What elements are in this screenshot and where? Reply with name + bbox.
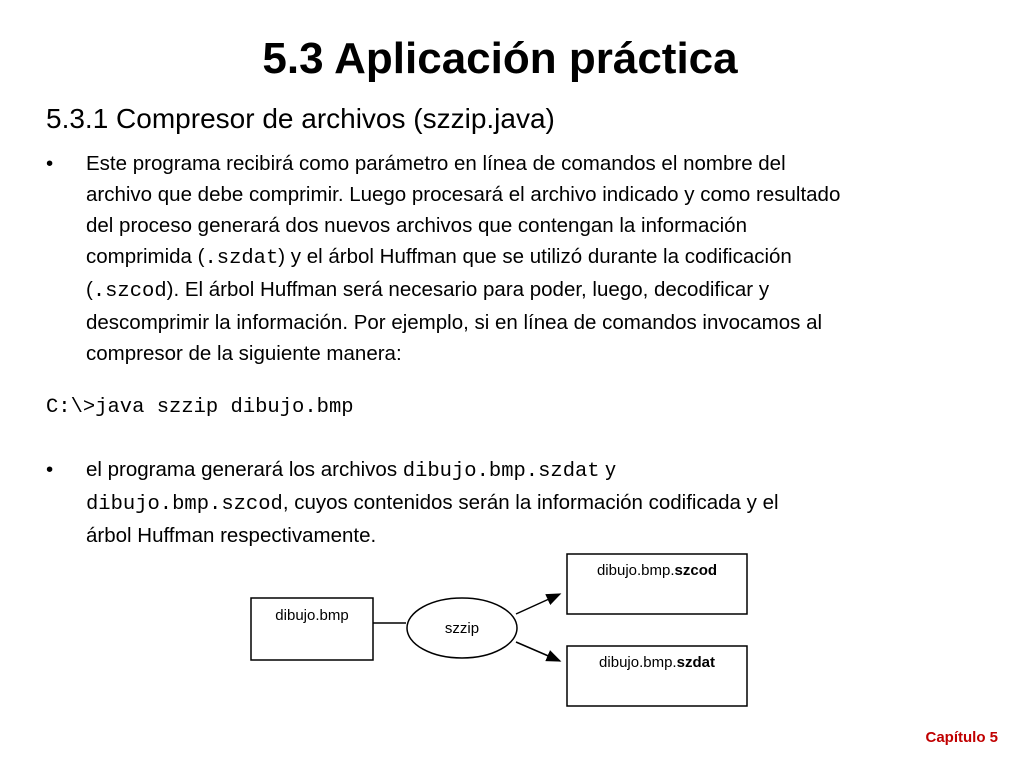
slide-title: 5.3 Aplicación práctica (262, 34, 738, 83)
bullet-1-line-7: compresor de la siguiente manera: (86, 342, 402, 365)
text-fragment: ( (86, 278, 93, 301)
output-szdat-ext: szdat (677, 654, 715, 671)
bullet-2-line-2: dibujo.bmp.szcod, cuyos contenidos serán… (86, 487, 956, 520)
bullet-1-line-2: archivo que debe comprimir. Luego proces… (86, 183, 841, 206)
arrow-to-szcod (515, 593, 562, 615)
bullet-item-2: • el programa generará los archivos dibu… (46, 454, 986, 549)
code-szcod-ext: .szcod (92, 280, 167, 303)
bullet-1-line-3: del proceso generará dos nuevos archivos… (86, 214, 747, 237)
compression-diagram: dibujo.bmp szzip dibujo.bmp.szcod dibujo… (240, 548, 760, 718)
bullet-1-line-4: comprimida (.szdat) y el árbol Huffman q… (86, 241, 956, 274)
text-fragment: ) y el árbol Huffman que se utilizó dura… (278, 245, 792, 268)
code-szdat-ext: .szdat (204, 247, 279, 270)
text-fragment: y (599, 458, 616, 481)
process-label: szzip (445, 620, 479, 637)
bullet-symbol: • (46, 152, 54, 175)
text-fragment: ). El árbol Huffman será necesario para … (166, 278, 770, 301)
text-fragment: , cuyos contenidos serán la información … (282, 491, 779, 514)
output-szdat-box (566, 645, 748, 707)
diagram-svg: dibujo.bmp szzip dibujo.bmp.szcod dibujo… (250, 553, 748, 707)
bullet-item-1: • Este programa recibirá como parámetro … (46, 148, 986, 368)
chapter-footer: Capítulo 5 (925, 729, 998, 746)
bullet-symbol: • (46, 458, 54, 481)
arrow-to-szdat (515, 641, 562, 662)
output-szcod-ext: szcod (675, 562, 718, 579)
bullet-1-text: Este programa recibirá como parámetro en… (86, 148, 956, 369)
szzip-process-ellipse (406, 597, 518, 659)
bullet-2-line-1: el programa generará los archivos dibujo… (86, 454, 956, 487)
bullet-1-line-1: Este programa recibirá como parámetro en… (86, 152, 786, 175)
output-szdat-prefix: dibujo.bmp. (599, 654, 677, 671)
output-szcod-box (566, 553, 748, 615)
code-szdat-file: dibujo.bmp.szdat (402, 460, 600, 483)
input-file-box (250, 597, 374, 661)
bullet-2-line-3: árbol Huffman respectivamente. (86, 524, 377, 547)
output-szcod-label: dibujo.bmp.szcod (597, 562, 717, 579)
command-example: C:\>java szzip dibujo.bmp (46, 396, 354, 419)
text-fragment: el programa generará los archivos (86, 458, 403, 481)
input-file-label: dibujo.bmp (275, 607, 348, 624)
bullet-1-line-5: (.szcod). El árbol Huffman será necesari… (86, 274, 956, 307)
slide-subtitle: 5.3.1 Compresor de archivos (szzip.java) (46, 103, 555, 134)
output-szcod-prefix: dibujo.bmp. (597, 562, 675, 579)
output-szdat-label: dibujo.bmp.szdat (599, 654, 715, 671)
bullet-2-text: el programa generará los archivos dibujo… (86, 454, 956, 551)
code-szcod-file: dibujo.bmp.szcod (86, 493, 283, 516)
bullet-1-line-6: descomprimir la información. Por ejemplo… (86, 311, 823, 334)
text-fragment: comprimida ( (86, 245, 205, 268)
